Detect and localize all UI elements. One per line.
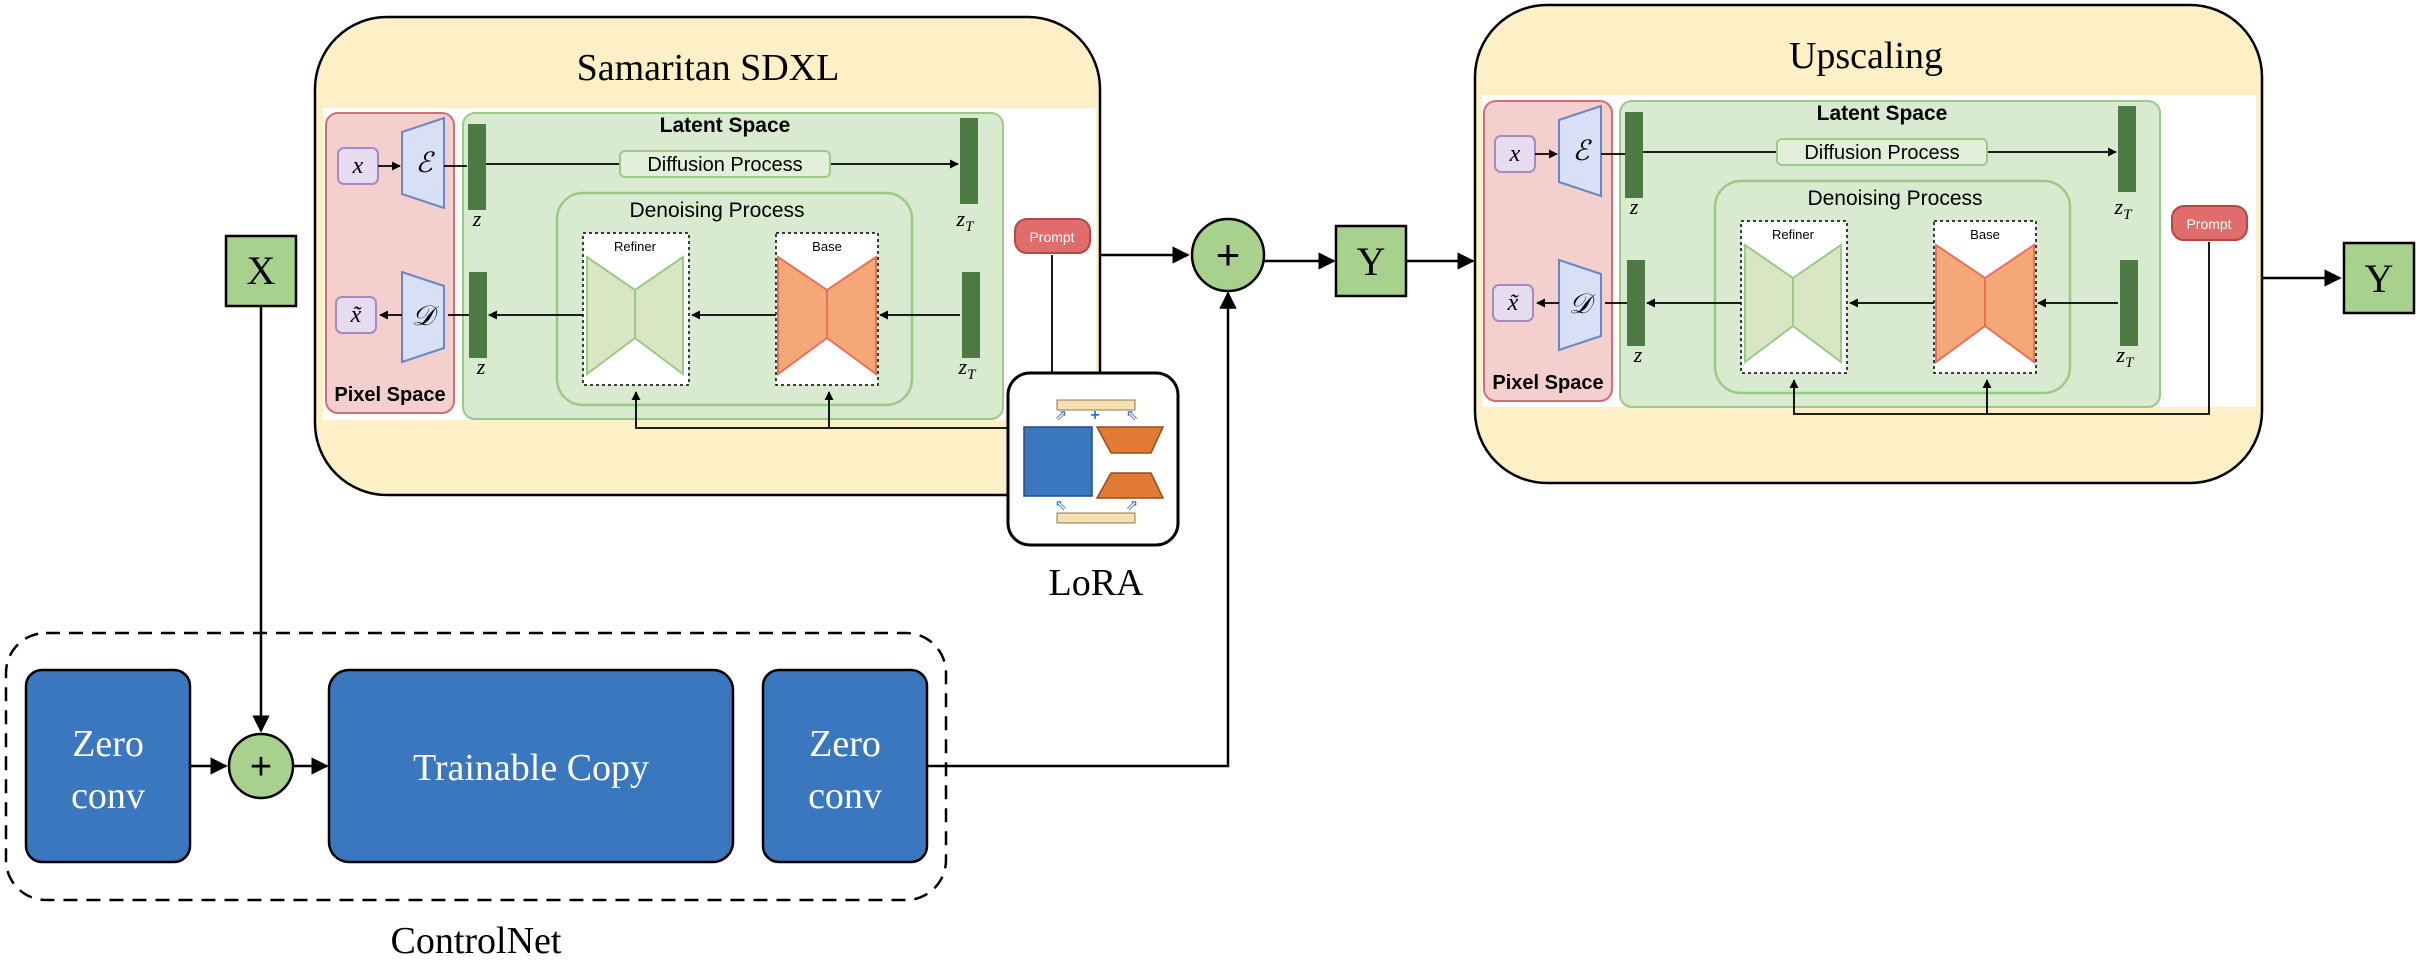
lora-bar-bottom [1056, 512, 1136, 524]
pixel-space-label: Pixel Space [334, 384, 445, 406]
zero-conv-1-line1: Zero [72, 723, 144, 765]
x-tilde-box [335, 296, 377, 334]
prompt-label-right: Prompt [2186, 216, 2231, 232]
denoising-process-label: Denoising Process [629, 199, 804, 222]
samaritan-title: Samaritan SDXL [577, 47, 840, 89]
controlnet-module: ControlNet Zero conv + Trainable Copy Ze… [4, 631, 948, 962]
input-x-label: X [247, 248, 276, 293]
base-label: Base [812, 239, 842, 254]
mid-y-box [1334, 224, 1408, 298]
lora-box [1006, 371, 1180, 547]
zero-conv-2-line1: Zero [809, 723, 881, 765]
zt-bar-bottom [962, 272, 980, 358]
zero-conv-1-line2: conv [71, 775, 145, 817]
lora-arrow-glyph-3: ⇖ [1055, 497, 1068, 514]
zt-bar-bottom-right [2120, 260, 2138, 346]
lora-bar-top [1056, 399, 1136, 411]
refiner-label-right: Refiner [1772, 227, 1815, 242]
lora-arrow-glyph-1: ⇗ [1055, 407, 1068, 424]
zt-bar-top-right [2118, 106, 2136, 192]
prompt-label: Prompt [1029, 229, 1074, 245]
decoder-trapezoid [401, 270, 445, 364]
latent-space-label-right: Latent Space [1817, 102, 1948, 125]
lora-module: + ⇗ ⇖ ⇖ ⇗ LoRA [1006, 371, 1180, 604]
z-bar-top-right [1625, 112, 1643, 198]
base-right-half-right [1984, 243, 2035, 364]
main-adder-plus: + [1216, 231, 1241, 278]
z-bar-bottom [469, 272, 487, 358]
lora-arrow-glyph-4: ⇗ [1126, 497, 1139, 514]
diffusion-process-box [619, 150, 831, 178]
prompt-to-refiner-line [631, 255, 1053, 429]
encoder-symbol-right: ℰ [1573, 136, 1593, 167]
lora-blue-block [1023, 426, 1093, 497]
zt-label-top-right: zT [2114, 194, 2134, 223]
x-symbol: x [352, 153, 364, 179]
x-tilde-symbol: x̃ [350, 302, 363, 328]
x-tilde-box-right [1492, 284, 1534, 322]
output-y-box [2342, 241, 2416, 315]
lora-down-trapezoid [1095, 472, 1165, 499]
main-adder-node [1190, 217, 1266, 293]
diffusion-process-box-right [1776, 138, 1988, 166]
zt-label-bottom-right: zT [2116, 342, 2136, 371]
pixel-space-label-right: Pixel Space [1492, 372, 1603, 394]
x-symbol-right: x [1509, 141, 1521, 167]
z-label-top: z [472, 206, 482, 231]
trainable-copy-block [327, 668, 735, 864]
refiner-right-half-right [1792, 243, 1842, 364]
zero-conv-2-line2: conv [808, 775, 882, 817]
z-label-bottom: z [476, 354, 486, 379]
latent-space-label: Latent Space [660, 114, 791, 137]
encoder-symbol: ℰ [416, 148, 436, 179]
lora-up-trapezoid [1095, 426, 1165, 454]
base-right-half [826, 255, 877, 376]
upscaling-title: Upscaling [1789, 35, 1943, 77]
z-label-bottom-right: z [1633, 342, 1643, 367]
zero-conv-block-1 [24, 668, 192, 864]
lora-label: LoRA [1049, 562, 1145, 604]
encoder-trapezoid-right [1558, 104, 1602, 198]
diffusion-process-label: Diffusion Process [647, 154, 802, 176]
upscaling-panel: Upscaling Latent Space Pixel Space x ℰ z… [1473, 3, 2264, 485]
prompt-to-refiner-line-right [1789, 242, 2210, 415]
prompt-pill [1014, 218, 1091, 254]
encoder-trapezoid [401, 116, 445, 210]
refiner-right-half [634, 255, 684, 376]
z-bar-top [468, 124, 486, 210]
prompt-pill-right [2171, 205, 2248, 241]
controlnet-label: ControlNet [391, 920, 562, 962]
diffusion-process-label-right: Diffusion Process [1804, 142, 1959, 164]
samaritan-sdxl-panel: Samaritan SDXL Latent Space Pixel Space … [313, 15, 1102, 497]
denoising-process-label-right: Denoising Process [1807, 187, 1982, 210]
z-label-top-right: z [1629, 194, 1639, 219]
zero-conv-block-2 [761, 668, 929, 864]
zt-label-bottom: zT [958, 354, 978, 383]
lora-arrow-glyph-2: ⇖ [1126, 407, 1139, 424]
refiner-label: Refiner [614, 239, 657, 254]
x-tilde-symbol-right: x̃ [1507, 290, 1520, 316]
output-y-label: Y [2365, 256, 2394, 301]
trainable-copy-label: Trainable Copy [413, 747, 649, 789]
controlnet-to-adder-arrow [927, 291, 1237, 768]
mid-y-label: Y [1357, 239, 1386, 284]
zt-bar-top [960, 118, 978, 204]
zt-label-top: zT [956, 206, 976, 235]
decoder-trapezoid-right [1558, 258, 1602, 352]
lora-plus-symbol: + [1090, 407, 1099, 424]
z-bar-bottom-right [1627, 260, 1645, 346]
controlnet-adder-plus: + [250, 746, 272, 788]
input-x-box [224, 234, 298, 308]
base-label-right: Base [1970, 227, 2000, 242]
